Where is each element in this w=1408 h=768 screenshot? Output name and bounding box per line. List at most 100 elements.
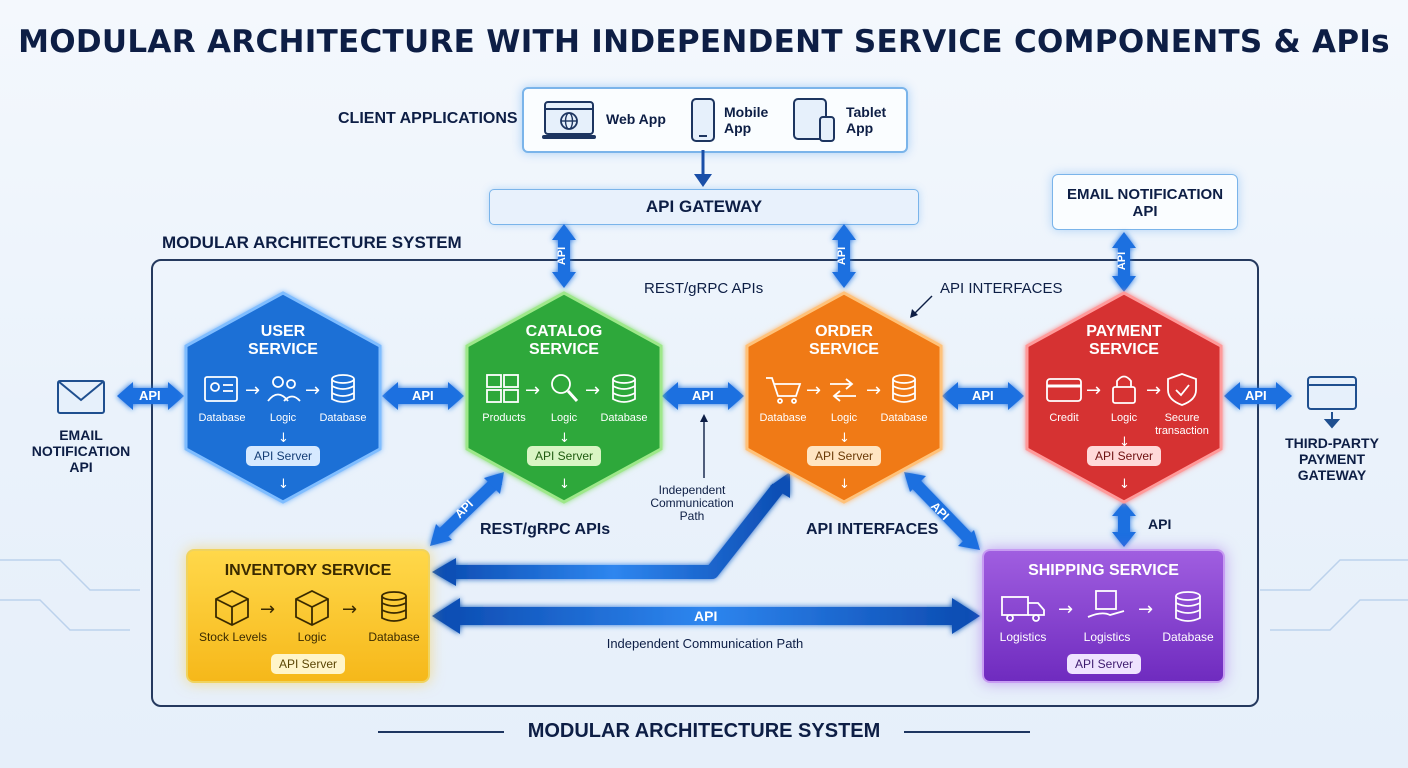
- payment-shipping-arrow: [1112, 502, 1136, 547]
- envelope-body: [57, 380, 105, 414]
- order-service-title-2: SERVICE: [809, 341, 879, 358]
- api-label-user-catalog: API: [412, 388, 434, 403]
- vertical-api-arrows: [552, 224, 1136, 547]
- shipping-api-server: API Server: [1067, 654, 1141, 674]
- order-api-server: API Server: [807, 446, 881, 466]
- payment-label-2: Logic: [1110, 412, 1138, 424]
- api-interfaces-pointer-head: [910, 309, 918, 318]
- right-ext-line-3: GATEWAY: [1297, 467, 1367, 483]
- shipping-database-body: [1175, 596, 1201, 622]
- magnifier-handle: [566, 389, 579, 403]
- shield-icon: [1167, 373, 1197, 406]
- shipping-service-title: SHIPPING SERVICE: [1028, 562, 1179, 579]
- left-ext-line-1: EMAIL: [59, 427, 103, 443]
- user-label-1: Database: [198, 412, 246, 424]
- users-icon: [272, 376, 284, 388]
- payment-label-3: Secure transaction: [1150, 412, 1214, 438]
- order-service-title-1: ORDER: [815, 323, 873, 340]
- api-interfaces-pointer: [913, 295, 933, 315]
- magnifier-icon: [551, 374, 571, 394]
- web-browser-icon: [542, 101, 596, 139]
- lock-icon: [1112, 386, 1136, 404]
- user-label-3: Database: [319, 412, 367, 424]
- email-notification-api-box: EMAIL NOTIFICATION API: [1052, 174, 1238, 230]
- payment-service-shape: [1025, 291, 1223, 504]
- inventory-api-server: API Server: [271, 654, 345, 674]
- truck-wheel-2: [1032, 614, 1040, 622]
- api-label-payment-thirdparty: API: [1245, 388, 1267, 403]
- catalog-order-arrow: [662, 382, 744, 410]
- database-icon-body: [331, 379, 355, 403]
- products-icon-4: [503, 389, 519, 403]
- user-service-title: USER SERVICE: [203, 323, 363, 359]
- payment-label-1: Credit: [1049, 412, 1079, 424]
- catalog-api-server: API Server: [527, 446, 601, 466]
- independent-path-note: Independent Communication Path: [636, 484, 748, 523]
- catalog-service-title-1: CATALOG: [525, 323, 603, 340]
- gateway-catalog-arrow: [552, 224, 576, 288]
- circuit-line-left-1: [0, 559, 140, 591]
- payment-down-arrow: ↓: [1119, 435, 1130, 450]
- inventory-shipping-shaft: [456, 607, 954, 625]
- order-shipping-head-b: [958, 530, 980, 550]
- user-api-server: API Server: [246, 446, 320, 466]
- payment-service-icons: [1046, 373, 1197, 406]
- catalog-down-arrow-2: ↓: [559, 477, 570, 492]
- inventory-label-1: Stock Levels: [198, 630, 268, 644]
- inventory-service-box: INVENTORY SERVICE → → Stock Levels Logic…: [186, 549, 430, 683]
- tablet-app-label-1: Tablet: [846, 104, 887, 120]
- shipping-database-icon: [1175, 591, 1201, 601]
- gateway-order-arrow: [832, 224, 856, 288]
- catalog-service-hexagon: [465, 291, 663, 504]
- shipping-icons: → →: [1001, 590, 1201, 622]
- rest-grpc-bottom-note: REST/gRPC APIs: [480, 521, 611, 538]
- tablet-app-label-2: App: [846, 120, 874, 136]
- inventory-database-icon: [381, 591, 407, 601]
- api-interfaces-bottom-note: API INTERFACES: [806, 521, 939, 538]
- order-service-title: ORDER SERVICE: [764, 323, 924, 359]
- catalog-service-shape: [465, 291, 663, 504]
- payment-service-title-1: PAYMENT: [1086, 323, 1162, 340]
- footer-line-right: [904, 731, 1030, 733]
- api-label-gateway-order: API: [836, 246, 849, 266]
- circuit-line-right-2: [1270, 599, 1408, 631]
- order-shipping-arrow-shaft: [907, 475, 975, 545]
- inventory-label-2: Logic: [297, 630, 327, 644]
- logic-box-icon: [295, 589, 329, 627]
- order-service-shape: [745, 291, 943, 504]
- email-notification-label: EMAIL NOTIFICATION: [1066, 186, 1224, 203]
- catalog-database-body: [612, 379, 636, 403]
- database-icon-rings: [331, 385, 355, 397]
- api-label-inventory-shipping: API: [694, 608, 718, 624]
- envelope-icon: [57, 380, 105, 414]
- order-payment-arrow: [942, 382, 1024, 410]
- credit-card-icon: [1046, 378, 1082, 402]
- inventory-icons: → →: [215, 589, 407, 627]
- footer-label: MODULAR ARCHITECTURE SYSTEM: [527, 720, 881, 742]
- diagonal-api-arrows: [430, 472, 980, 550]
- payment-down-arrow-2: ↓: [1119, 477, 1130, 492]
- email-user-arrow: [117, 382, 184, 410]
- api-label-payment-shipping: API: [1148, 516, 1172, 532]
- client-applications-box: Web App Mobile App Tablet App: [522, 87, 908, 153]
- package-hand: [1087, 610, 1125, 618]
- payment-flow-arrow-2: →: [1146, 380, 1161, 401]
- envelope-flap: [57, 380, 105, 402]
- catalog-inventory-head-b: [430, 524, 452, 546]
- gateway-card: [1307, 376, 1357, 410]
- api-label-email-payment: API: [1116, 251, 1129, 271]
- order-down-arrow: ↓: [839, 431, 850, 446]
- api-interfaces-top-note: API INTERFACES: [940, 280, 1063, 297]
- user-service-title-2: SERVICE: [248, 341, 318, 358]
- catalog-flow-arrow-1: →: [525, 380, 540, 401]
- products-icon-3: [486, 389, 502, 403]
- inventory-flow-arrow-1: →: [260, 599, 275, 620]
- email-notification-api-label: API: [1132, 203, 1158, 220]
- payment-api-server: API Server: [1087, 446, 1161, 466]
- right-ext-line-1: THIRD-PARTY: [1285, 435, 1379, 451]
- order-flow-arrow-1: →: [806, 380, 821, 401]
- client-gateway-arrowhead: [694, 174, 712, 187]
- catalog-inventory-head-a: [484, 472, 504, 494]
- order-flow-arrow-2: →: [866, 380, 881, 401]
- user-service-hexagon: [184, 291, 382, 504]
